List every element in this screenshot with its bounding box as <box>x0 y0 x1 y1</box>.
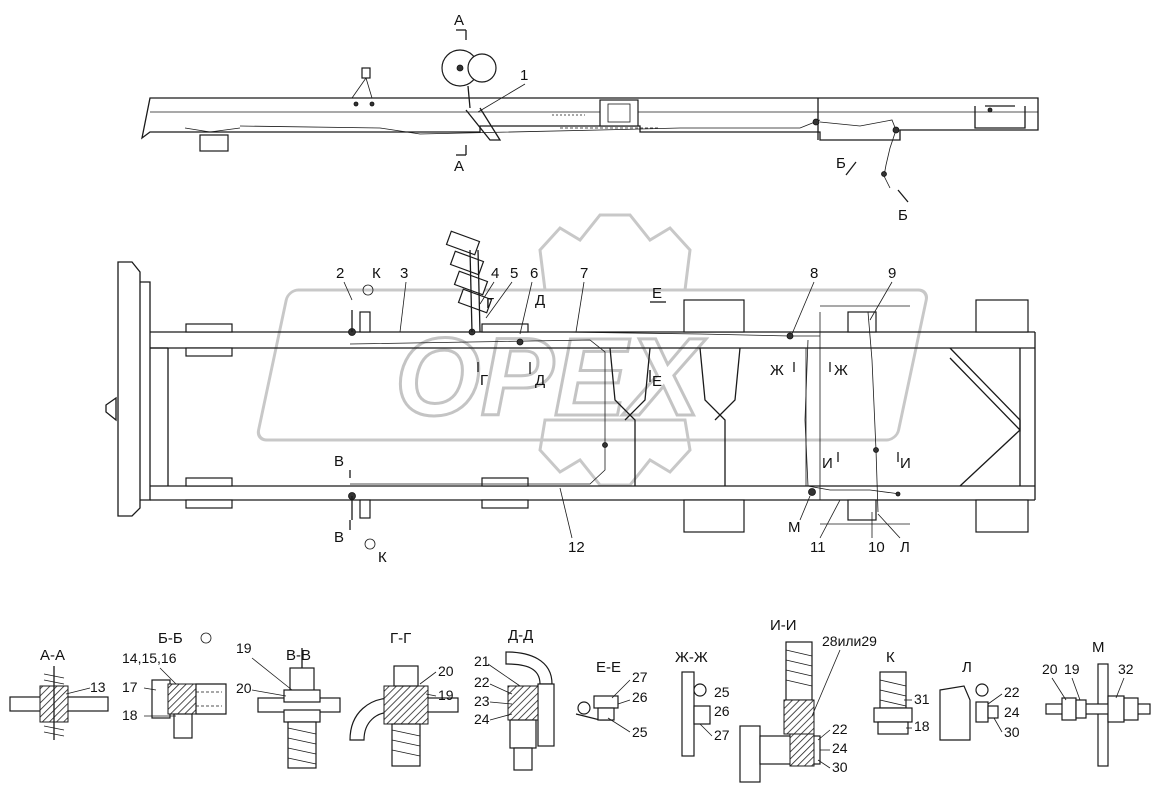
section-mark-d-top: Д <box>535 292 545 309</box>
detail-m-label-19: 19 <box>1064 661 1080 677</box>
section-mark-k-bottom: К <box>378 549 387 566</box>
detail-vv-label-20: 20 <box>236 680 252 696</box>
callout-1: 1 <box>520 67 528 84</box>
callout-5: 5 <box>510 265 518 282</box>
section-mark-m: М <box>788 519 801 536</box>
section-mark-v-top: В <box>334 453 344 470</box>
detail-k-label-18: 18 <box>914 718 930 734</box>
detail-m-title: М <box>1092 639 1105 656</box>
detail-gg-label-20: 20 <box>438 663 454 679</box>
detail-dd-title: Д-Д <box>508 627 533 644</box>
section-mark-i-right: И <box>900 455 911 472</box>
watermark: ОРЕХ <box>256 213 928 487</box>
detail-zhzh-label-26: 26 <box>714 703 730 719</box>
detail-zhzh-title: Ж-Ж <box>675 649 708 666</box>
detail-bb: Б-Б 14,15,16 17 18 <box>122 630 227 739</box>
callout-2: 2 <box>336 265 344 282</box>
section-mark-v-bottom: В <box>334 529 344 546</box>
detail-l-label-24: 24 <box>1004 704 1020 720</box>
detail-ii-label-22: 22 <box>832 721 848 737</box>
callout-7: 7 <box>580 265 588 282</box>
side-view: 1 А А Б Б <box>141 12 1039 224</box>
detail-bb-label-1: 14,15,16 <box>122 650 177 666</box>
section-mark-zh-right: Ж <box>834 362 848 379</box>
detail-gg: Г-Г 20 19 <box>349 630 459 767</box>
detail-dd-label-21: 21 <box>474 653 490 669</box>
watermark-text: ОРЕХ <box>395 316 706 439</box>
detail-gg-label-19: 19 <box>438 687 454 703</box>
callout-3: 3 <box>400 265 408 282</box>
detail-m: М 20 19 32 <box>1042 639 1151 767</box>
detail-l-title: Л <box>962 659 972 676</box>
detail-aa-label-13: 13 <box>90 679 106 695</box>
detail-bb-label-3: 18 <box>122 707 138 723</box>
detail-ee-label-27: 27 <box>632 669 648 685</box>
detail-vv-title: В-В <box>286 647 311 664</box>
detail-ee-title: Е-Е <box>596 659 621 676</box>
detail-gg-title: Г-Г <box>390 630 411 647</box>
detail-m-label-32: 32 <box>1118 661 1134 677</box>
plan-view: 2 3 4 5 6 7 8 9 10 11 12 К К В В Г Г Д Д <box>105 230 1036 566</box>
callout-10: 10 <box>868 539 885 556</box>
section-mark-d-bottom: Д <box>535 372 545 389</box>
section-mark-zh-left: Ж <box>770 362 784 379</box>
detail-l-label-22: 22 <box>1004 684 1020 700</box>
detail-vv: В-В 19 20 <box>236 640 341 769</box>
callout-12: 12 <box>568 539 585 556</box>
detail-ii: И-И 28или29 22 24 30 <box>739 617 877 783</box>
section-mark-k-top: К <box>372 265 381 282</box>
detail-bb-label-2: 17 <box>122 679 138 695</box>
detail-l: Л 22 24 30 <box>939 659 1020 741</box>
detail-zhzh-label-25: 25 <box>714 684 730 700</box>
detail-vv-label-19: 19 <box>236 640 252 656</box>
section-mark-g-top: Г <box>486 295 494 312</box>
brake-valve-assembly <box>445 230 493 333</box>
detail-zhzh: Ж-Ж 25 26 27 <box>675 649 730 757</box>
detail-ii-title: И-И <box>770 617 797 634</box>
section-mark-e-top: Е <box>652 285 662 302</box>
detail-bb-title: Б-Б <box>158 630 183 647</box>
section-mark-e-bottom: Е <box>652 373 662 390</box>
detail-l-label-30: 30 <box>1004 724 1020 740</box>
detail-ee: Е-Е 27 26 25 <box>575 659 648 740</box>
section-mark-g-bottom: Г <box>480 372 488 389</box>
detail-dd-label-24: 24 <box>474 711 490 727</box>
section-mark-l: Л <box>900 539 910 556</box>
section-mark-a-bottom: А <box>454 158 464 175</box>
detail-dd-label-23: 23 <box>474 693 490 709</box>
detail-k-label-31: 31 <box>914 691 930 707</box>
detail-m-label-20: 20 <box>1042 661 1058 677</box>
detail-ii-label-28: 28или29 <box>822 633 877 649</box>
detail-ee-label-26: 26 <box>632 689 648 705</box>
callout-4: 4 <box>491 265 499 282</box>
section-mark-b-right: Б <box>898 207 908 224</box>
detail-aa: А-А 13 <box>9 647 109 740</box>
detail-dd: Д-Д 21 22 23 24 <box>474 627 555 771</box>
detail-zhzh-label-27: 27 <box>714 727 730 743</box>
callout-11: 11 <box>810 539 826 556</box>
detail-ii-label-30: 30 <box>832 759 848 775</box>
callout-8: 8 <box>810 265 818 282</box>
section-mark-a-top: А <box>454 12 464 29</box>
section-mark-i-left: И <box>822 455 833 472</box>
detail-k-title: К <box>886 649 895 666</box>
detail-k: К 31 18 <box>873 649 930 735</box>
detail-ee-label-25: 25 <box>632 724 648 740</box>
detail-aa-title: А-А <box>40 647 65 664</box>
callout-9: 9 <box>888 265 896 282</box>
callout-6: 6 <box>530 265 538 282</box>
detail-dd-label-22: 22 <box>474 674 490 690</box>
section-mark-b-left: Б <box>836 155 846 172</box>
detail-ii-label-24: 24 <box>832 740 848 756</box>
